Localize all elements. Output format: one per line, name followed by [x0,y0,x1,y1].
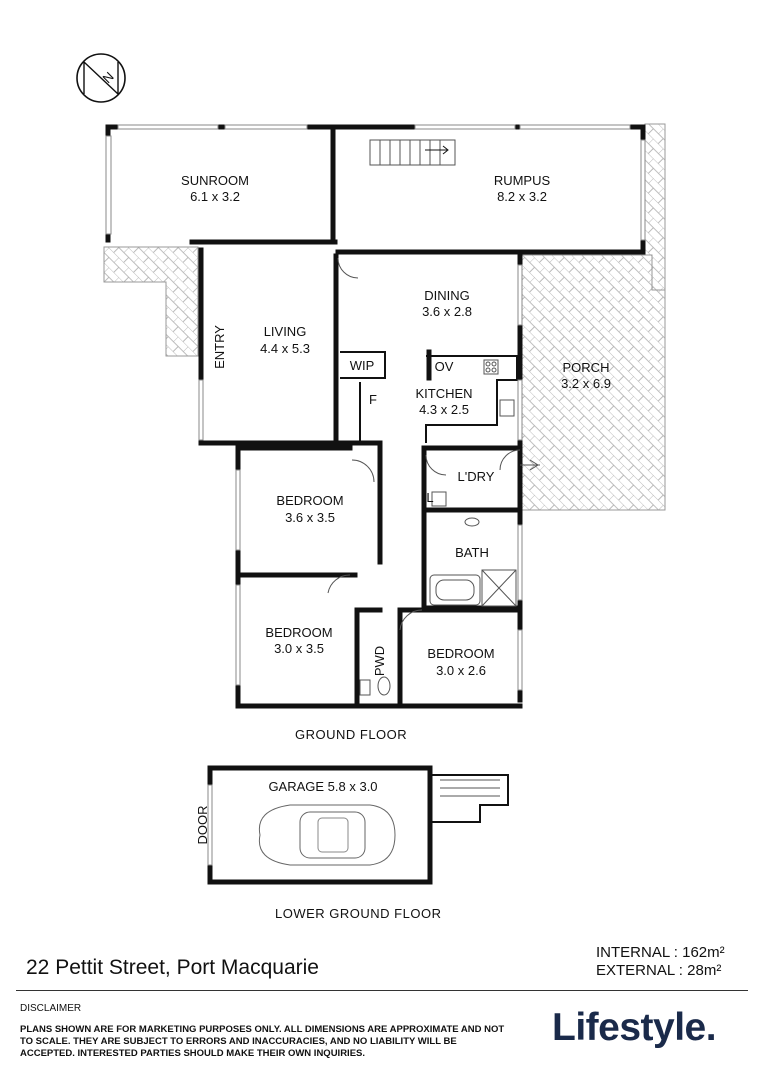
room-label-ov: OV [435,359,454,374]
room-size-sunroom: 6.1 x 3.2 [190,189,240,204]
garage-walls [207,765,509,885]
rumpus-side-paving [644,123,666,291]
room-label-wip: WIP [350,358,375,373]
brand-logo: Lifestyle. [552,1006,717,1049]
room-size-porch: 3.2 x 6.9 [561,376,611,391]
room-label-bedroom-3: BEDROOM [427,646,494,661]
room-size-bedroom-1: 3.6 x 3.5 [285,510,335,525]
room-label-rumpus: RUMPUS [494,173,551,188]
room-label-bath: BATH [455,545,489,560]
room-size-bedroom-3: 3.0 x 2.6 [436,663,486,678]
room-label-door: DOOR [195,806,210,845]
bath-fixtures [359,359,517,696]
disclaimer-text: PLANS SHOWN ARE FOR MARKETING PURPOSES O… [20,1024,505,1059]
room-label-laundry: L'DRY [458,469,495,484]
room-label-porch: PORCH [563,360,610,375]
internal-area: INTERNAL : 162m² [596,944,725,961]
room-label-entry: ENTRY [212,325,227,369]
room-label-kitchen: KITCHEN [415,386,472,401]
area-summary: INTERNAL : 162m² EXTERNAL : 28m² [596,944,725,980]
floor-plan: N [76,53,666,885]
room-size-living: 4.4 x 5.3 [260,341,310,356]
room-size-rumpus: 8.2 x 3.2 [497,189,547,204]
property-address: 22 Pettit Street, Port Macquarie [26,956,319,979]
room-label-sunroom: SUNROOM [181,173,249,188]
windows [105,124,646,691]
stairs [369,139,456,166]
room-label-dining: DINING [424,288,470,303]
external-area: EXTERNAL : 28m² [596,962,722,979]
divider [16,990,748,991]
ground-floor-title: GROUND FLOOR [295,727,408,742]
room-label-living: LIVING [264,324,307,339]
room-label-pwd: PWD [372,646,387,676]
room-label-f: F [369,392,377,407]
room-label-l: L [426,490,433,505]
door-swings [327,257,540,631]
compass-icon: N [76,53,126,103]
room-size-dining: 3.6 x 2.8 [422,304,472,319]
disclaimer-title: DISCLAIMER [20,1003,82,1014]
room-label-garage: GARAGE 5.8 x 3.0 [268,779,377,794]
room-size-kitchen: 4.3 x 2.5 [419,402,469,417]
entry-paving [103,246,199,357]
lower-ground-floor-title: LOWER GROUND FLOOR [275,906,442,921]
room-size-bedroom-2: 3.0 x 3.5 [274,641,324,656]
car-icon [258,804,396,866]
room-label-bedroom-1: BEDROOM [276,493,343,508]
room-label-bedroom-2: BEDROOM [265,625,332,640]
